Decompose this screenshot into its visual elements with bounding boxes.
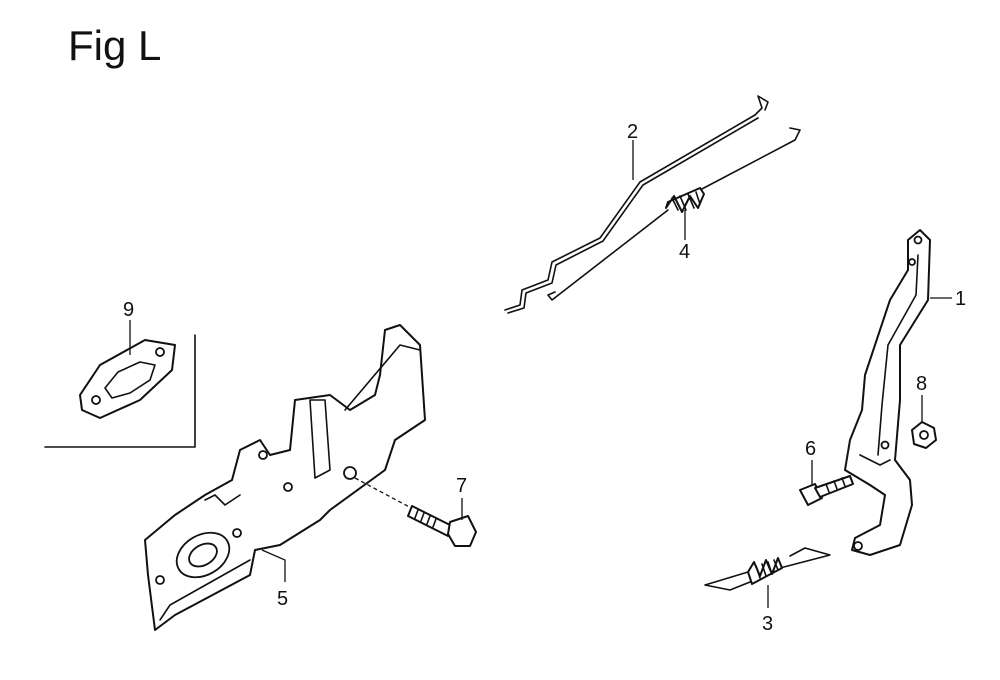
part-6-screw xyxy=(799,460,854,506)
figure-title: Fig L xyxy=(68,22,162,69)
bracket-5-tab xyxy=(204,494,241,506)
part-1-lever xyxy=(844,229,952,556)
callout-9: 9 xyxy=(123,299,134,321)
part-9-gasket-inset xyxy=(44,320,196,448)
bolt-7-head xyxy=(447,515,477,547)
rod-2 xyxy=(504,95,769,311)
nut-8-bore xyxy=(919,430,929,440)
spring-4-coil-turns xyxy=(671,191,701,211)
part-3-spring xyxy=(704,547,831,608)
lever-1-body xyxy=(844,229,931,556)
lever-1-hole xyxy=(913,235,923,245)
spring-4-coil xyxy=(665,187,705,213)
bracket-5-body xyxy=(144,324,426,631)
bolt-7-thread xyxy=(414,509,437,528)
callout-5: 5 xyxy=(277,588,288,610)
screw-6-shank xyxy=(814,475,854,498)
bracket-5-lower-edge xyxy=(159,559,251,621)
spring-4-upper-hook xyxy=(699,127,801,191)
part-4-spring xyxy=(547,127,801,301)
part-8-nut xyxy=(911,395,937,449)
part-5-bracket xyxy=(144,324,426,631)
part-2-rod xyxy=(504,95,769,314)
part-7-bolt xyxy=(354,477,477,547)
leader-5 xyxy=(261,549,286,582)
bolt-7-shank xyxy=(407,505,453,537)
bracket-5-hole xyxy=(155,575,165,585)
bolt-7-axis xyxy=(354,477,416,511)
rod-2-edge xyxy=(507,117,759,314)
callout-7: 7 xyxy=(456,475,467,497)
spring-4-lower-hook xyxy=(547,209,669,301)
lever-1-hole xyxy=(880,440,890,450)
inset-frame xyxy=(44,334,196,448)
callout-4: 4 xyxy=(679,241,690,263)
lever-1-edge xyxy=(877,254,919,456)
bracket-5-hole xyxy=(258,450,268,460)
gasket-9-bolt-hole xyxy=(155,347,165,357)
gasket-9-opening xyxy=(104,361,156,399)
lever-1-slot xyxy=(859,454,891,466)
callout-8: 8 xyxy=(916,373,927,395)
bracket-5-flange-edge xyxy=(344,344,421,411)
bracket-5-bolt-hole xyxy=(343,466,357,480)
screw-6-thread xyxy=(825,477,846,493)
bracket-5-port-inner xyxy=(188,542,218,568)
lever-1-hole xyxy=(908,258,916,266)
spring-3-left-hook xyxy=(704,571,751,591)
gasket-9 xyxy=(79,339,176,419)
callout-3: 3 xyxy=(762,613,773,635)
gasket-9-bolt-hole xyxy=(91,395,101,405)
callout-6: 6 xyxy=(805,438,816,460)
lever-1-hole xyxy=(853,541,863,551)
callout-1: 1 xyxy=(955,288,966,310)
bracket-5-hole xyxy=(232,528,242,538)
spring-3-right-hook xyxy=(779,547,831,569)
bracket-5-hole xyxy=(283,482,293,492)
bracket-5-rib xyxy=(309,399,331,479)
callout-2: 2 xyxy=(627,121,638,143)
spring-3-coil-turns xyxy=(755,559,779,579)
